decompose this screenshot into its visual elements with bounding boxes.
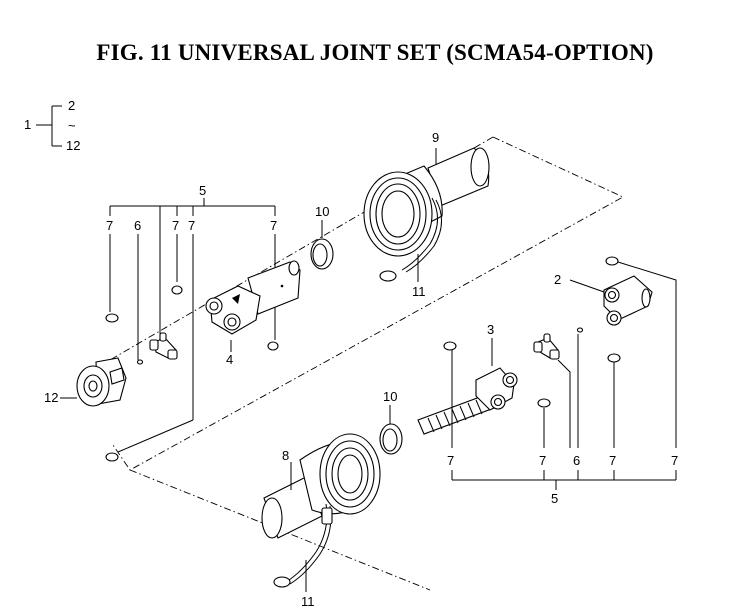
bracket-from-label: 2 xyxy=(68,98,75,113)
label-7-c: 7 xyxy=(188,218,195,233)
label-6-upper: 6 xyxy=(134,218,141,233)
bracket-item-label: 1 xyxy=(24,117,31,132)
grease-nipple-6-lower xyxy=(576,327,584,333)
assembly-bracket: 1 2 ~ 12 xyxy=(24,98,80,153)
label-6-lower: 6 xyxy=(573,453,580,468)
label-11-lower: 11 xyxy=(301,594,315,609)
upper-small-parts xyxy=(105,285,279,462)
label-5-lower: 5 xyxy=(551,491,558,506)
ring-10-upper: 10 xyxy=(310,204,334,270)
ring-10-lower: 10 xyxy=(379,389,403,455)
tube-yoke-3: 3 xyxy=(417,322,551,435)
label-3: 3 xyxy=(487,322,494,337)
lower-cross-spider xyxy=(533,327,584,360)
label-7-a: 7 xyxy=(106,218,113,233)
label-11-upper: 11 xyxy=(412,284,426,299)
snap-ring-right xyxy=(607,353,621,363)
label-12: 12 xyxy=(44,390,58,405)
label-7-e: 7 xyxy=(447,453,454,468)
label-9: 9 xyxy=(432,130,439,145)
grease-nipple-6-upper xyxy=(136,359,144,365)
label-10-lower: 10 xyxy=(383,389,397,404)
label-5-upper: 5 xyxy=(199,183,206,198)
hub-12: 12 xyxy=(44,357,127,407)
snap-ring-7d xyxy=(267,341,279,351)
yoke-2: 2 xyxy=(554,256,653,363)
upper-cross-spider xyxy=(149,332,178,360)
boot-8-lower: 8 11 xyxy=(261,433,381,609)
label-4: 4 xyxy=(226,352,233,367)
label-7-h: 7 xyxy=(671,453,678,468)
label-7-f: 7 xyxy=(539,453,546,468)
snap-ring-7b xyxy=(171,285,183,295)
upper-group-callout: 5 7 6 7 7 7 xyxy=(106,183,277,453)
bracket-to-label: 12 xyxy=(66,138,80,153)
snap-ring-top xyxy=(605,256,619,266)
snap-ring-left xyxy=(443,341,457,351)
snap-ring-7a xyxy=(105,313,119,323)
figure-title: FIG. 11 UNIVERSAL JOINT SET (SCMA54-OPTI… xyxy=(96,40,654,65)
spline-lines xyxy=(427,399,483,433)
upper-yoke-4: 4 xyxy=(205,260,301,367)
boot-9-upper: 9 11 xyxy=(363,130,490,299)
label-8: 8 xyxy=(282,448,289,463)
label-2: 2 xyxy=(554,272,561,287)
label-7-d: 7 xyxy=(270,218,277,233)
lower-group-callout: 7 7 6 7 7 5 xyxy=(447,261,678,506)
bracket-tilde: ~ xyxy=(68,118,76,133)
snap-ring-mid xyxy=(537,398,551,408)
snap-ring-7c xyxy=(105,452,119,462)
label-7-g: 7 xyxy=(609,453,616,468)
label-7-b: 7 xyxy=(172,218,179,233)
label-10-upper: 10 xyxy=(315,204,329,219)
